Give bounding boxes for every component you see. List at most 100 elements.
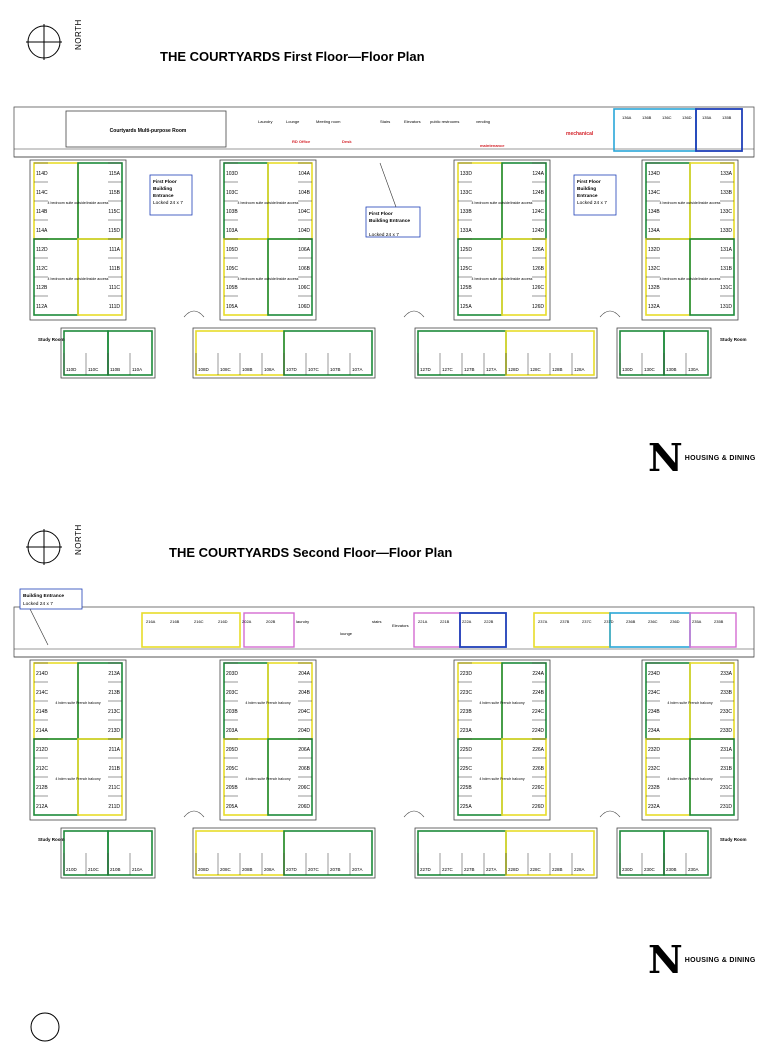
south-block-4-room-number: 230B bbox=[666, 867, 677, 872]
study-room-label: Study Room bbox=[38, 337, 65, 342]
stair-arc bbox=[599, 310, 621, 318]
wing-2-room-number: 104C bbox=[298, 209, 310, 215]
south-block-2-room-number: 108A bbox=[264, 367, 275, 372]
wing-4-room-number: 233D bbox=[720, 728, 732, 734]
wing-4-suite-note: 4 bdrm suite French balcony bbox=[667, 701, 713, 705]
south-block-1-room-number: 210B bbox=[110, 867, 121, 872]
wing-3-suite-note: 4 bdrm suite French balcony bbox=[479, 777, 525, 781]
study-room-label: Study Room bbox=[38, 837, 65, 842]
room-number: 237C bbox=[582, 619, 592, 624]
room-label: Meeting room bbox=[316, 119, 341, 124]
stair-arc bbox=[599, 810, 621, 818]
housing-dining-logo: N HOUSING & DINING bbox=[648, 937, 756, 982]
room-number: 235B bbox=[714, 619, 724, 624]
wing-2-room-number: 204B bbox=[298, 690, 310, 696]
n-logo-mark: N bbox=[648, 937, 683, 982]
wing-4-room-number: 231C bbox=[720, 785, 732, 791]
wing-1-room-number: 212D bbox=[36, 747, 48, 753]
room-number: 235A bbox=[692, 619, 702, 624]
wing-2-room-number: 103B bbox=[226, 209, 238, 215]
wing-2-room-number: 203C bbox=[226, 690, 238, 696]
stair-arc bbox=[403, 310, 425, 318]
south-block-4-wall bbox=[616, 827, 712, 879]
wing-2-room-number: 106B bbox=[298, 266, 310, 272]
wing-3-room-number: 224C bbox=[532, 709, 544, 715]
wing-1-suite-note: 4 bdrm suite French balcony bbox=[55, 701, 101, 705]
stairs-label: stairs bbox=[372, 619, 382, 624]
south-block-1-room-number: 210C bbox=[88, 867, 100, 872]
wing-3-room-number: 225B bbox=[460, 785, 472, 791]
room-number: 202A bbox=[242, 619, 252, 624]
entrance-callout-text: Building bbox=[153, 186, 172, 192]
south-block-2-room-number: 107B bbox=[330, 367, 341, 372]
wing-2-wall bbox=[219, 159, 317, 321]
room-number: 222A bbox=[462, 619, 472, 624]
wing-3-room-number: 125B bbox=[460, 285, 472, 291]
south-block-4-wall bbox=[616, 327, 712, 379]
south-block-3-room-number: 228B bbox=[552, 867, 563, 872]
wing-4-room-number: 132A bbox=[648, 304, 660, 310]
wing-4-room-number: 234A bbox=[648, 728, 660, 734]
office-label: RD Office bbox=[292, 139, 311, 144]
south-block-1-room-number: 110C bbox=[88, 367, 99, 372]
wing-3-room-number: 223B bbox=[460, 709, 472, 715]
south-block-1-room-number: 210D bbox=[66, 867, 78, 872]
wing-1-room-number: 114C bbox=[36, 190, 48, 196]
wing-1-suite-note: 4 bdrm suite French balcony bbox=[55, 777, 101, 781]
south-block-3-room-number: 228C bbox=[530, 867, 542, 872]
wing-1-room-number: 115C bbox=[108, 209, 120, 215]
south-block-2-room-number: 108C bbox=[220, 367, 232, 372]
wing-4-room-number: 131A bbox=[720, 247, 732, 253]
south-block-2-room-number: 207C bbox=[308, 867, 320, 872]
room-number: 237B bbox=[560, 619, 570, 624]
wing-1-room-number: 212A bbox=[36, 804, 48, 810]
entrance-callout bbox=[365, 206, 421, 238]
wing-2-room-number: 205D bbox=[226, 747, 238, 753]
callout-leader bbox=[29, 608, 49, 646]
page-title: THE COURTYARDS Second Floor—Floor Plan bbox=[169, 545, 453, 560]
wing-1-room-number: 213A bbox=[108, 671, 120, 677]
south-block-2-wall bbox=[192, 827, 376, 879]
wing-2-room-number: 105D bbox=[226, 247, 238, 253]
wing-3-room-number: 226A bbox=[532, 747, 544, 753]
wing-4-suite-note: 4 bedroom suite outside/inside access bbox=[660, 201, 721, 205]
south-block-3-room-number: 127C bbox=[442, 367, 454, 372]
wing-2-suite-note: 4 bedroom suite outside/inside access bbox=[238, 277, 299, 281]
north-corridor-outline bbox=[13, 606, 755, 658]
south-block-3-wall bbox=[414, 827, 598, 879]
north-suite-blue bbox=[459, 612, 507, 648]
wing-4-room-number: 133C bbox=[720, 209, 732, 215]
study-room-label: Study Room bbox=[720, 337, 747, 342]
wing-1-room-number: 112D bbox=[36, 247, 48, 253]
room-number: 136D bbox=[682, 115, 692, 120]
wing-4-room-number: 233A bbox=[720, 671, 732, 677]
room-number: 236D bbox=[670, 619, 680, 624]
brand-text: HOUSING & DINING bbox=[684, 956, 756, 964]
south-block-4-room-number: 130B bbox=[666, 367, 677, 372]
n-logo-mark: N bbox=[648, 435, 683, 480]
lounge-label: lounge bbox=[340, 631, 353, 636]
wing-4-room-number: 232A bbox=[648, 804, 660, 810]
wing-3-suite-note: 4 bedroom suite outside/inside access bbox=[472, 277, 533, 281]
wing-4-room-number: 134D bbox=[648, 171, 660, 177]
wing-1-room-number: 214A bbox=[36, 728, 48, 734]
wing-3-room-number: 125A bbox=[460, 304, 472, 310]
wing-4-room-number: 132D bbox=[648, 247, 660, 253]
stair-arc bbox=[183, 810, 205, 818]
wing-3-room-number: 126B bbox=[532, 266, 544, 272]
wing-2-room-number: 205C bbox=[226, 766, 238, 772]
wing-3-wall bbox=[453, 159, 551, 321]
wing-3-room-number: 124C bbox=[532, 209, 544, 215]
north-suite-pink bbox=[243, 612, 295, 648]
stair-arc bbox=[183, 310, 205, 318]
stair-arc bbox=[403, 810, 425, 818]
wing-1-room-number: 212B bbox=[36, 785, 48, 791]
wing-2-room-number: 103A bbox=[226, 228, 238, 234]
south-block-3-room-number: 127D bbox=[420, 367, 432, 372]
wing-2-room-number: 104D bbox=[298, 228, 310, 234]
wing-2-room-number: 205B bbox=[226, 785, 238, 791]
wing-2-room-number: 204A bbox=[298, 671, 310, 677]
wing-2-room-number: 103D bbox=[226, 171, 238, 177]
wing-4-room-number: 133A bbox=[720, 171, 732, 177]
